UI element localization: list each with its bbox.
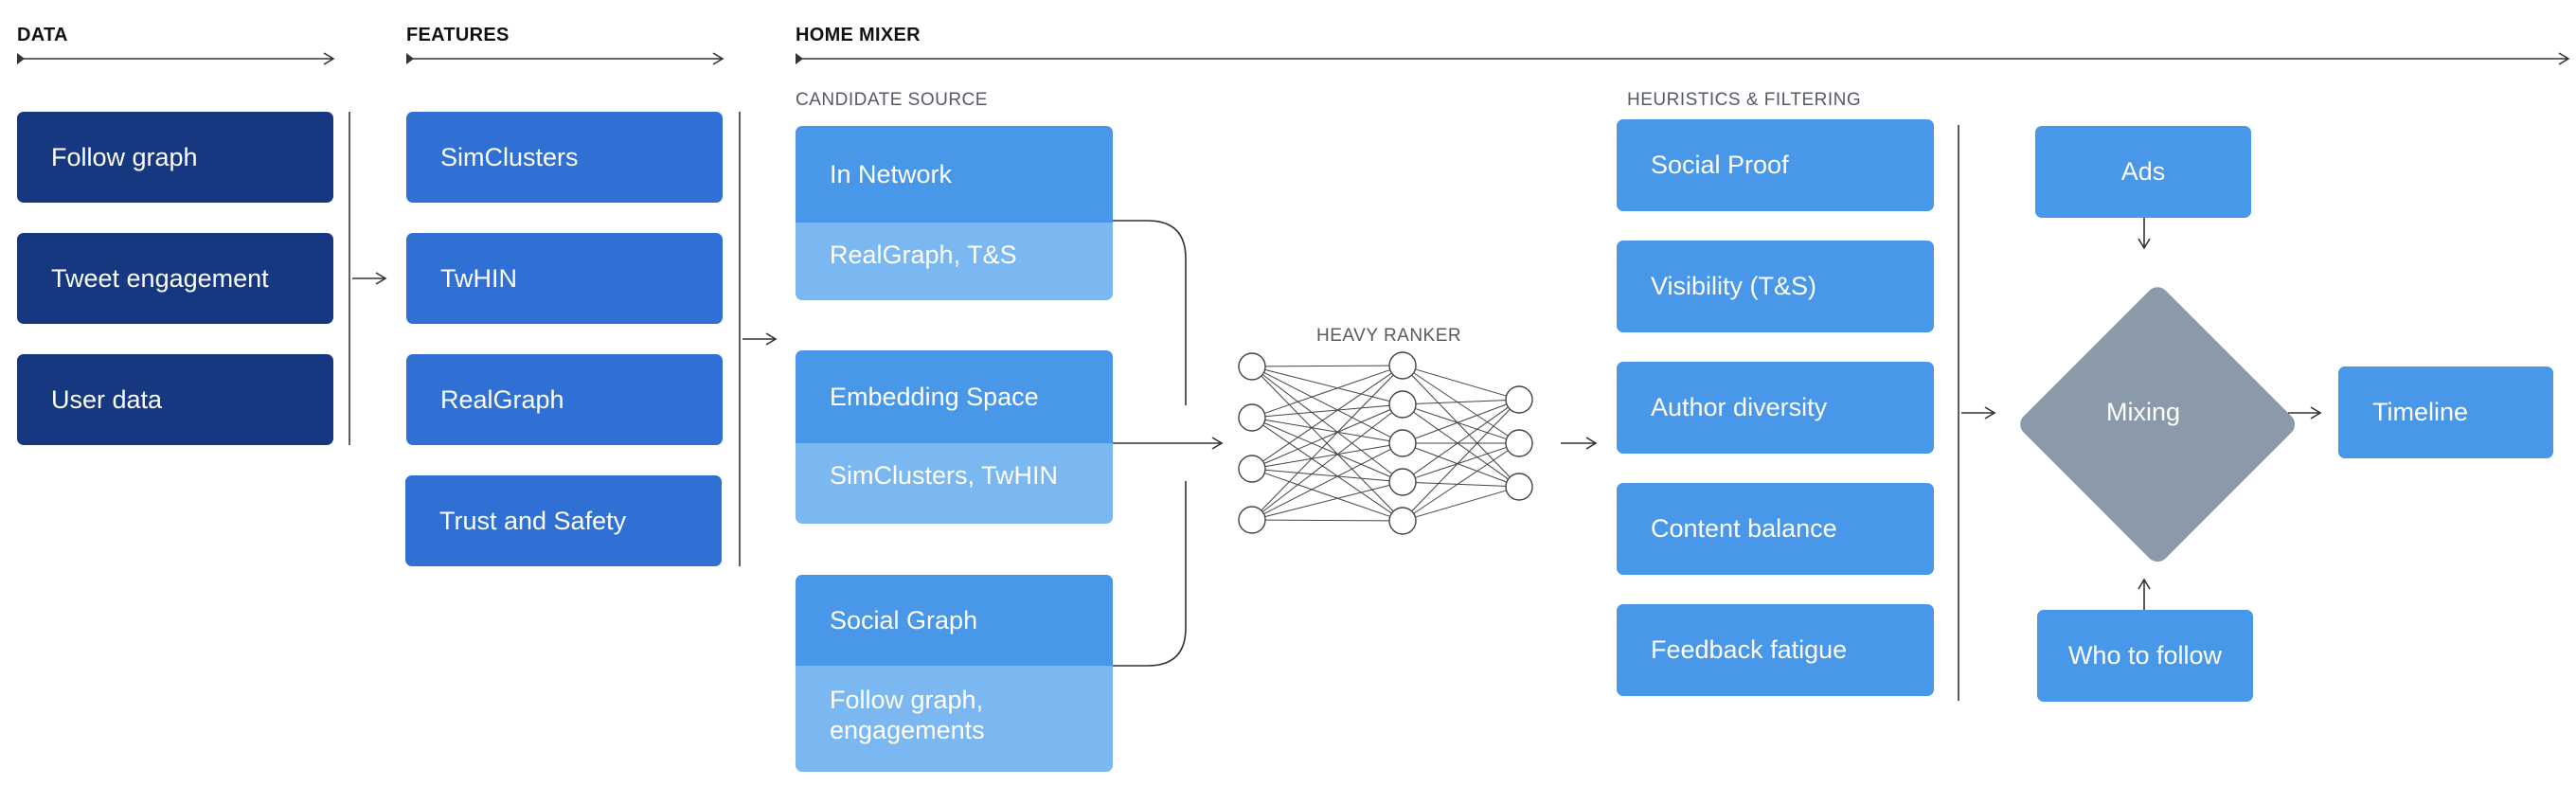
nn-edge <box>1263 448 1391 515</box>
nn-node <box>1238 455 1266 483</box>
data-box-follow-graph[interactable]: Follow graph <box>17 112 333 203</box>
nn-edge <box>1263 409 1391 464</box>
nn-node <box>1388 468 1417 496</box>
nn-edge <box>1411 408 1511 512</box>
section-title-features: FEATURES <box>406 25 510 45</box>
nn-edge <box>1263 422 1391 477</box>
nn-edge <box>1414 447 1508 483</box>
nn-edge <box>1264 484 1390 518</box>
filter-content-balance[interactable]: Content balance <box>1617 483 1934 575</box>
who-to-follow-box[interactable]: Who to follow <box>2037 610 2253 702</box>
nn-edge <box>1415 368 1507 397</box>
nn-node <box>1505 385 1533 414</box>
mixing-diamond[interactable] <box>2015 282 2299 566</box>
heavy-ranker-title: HEAVY RANKER <box>1316 326 1462 346</box>
candidate-embedding-space-title: Embedding Space <box>796 350 1113 443</box>
nn-edge <box>1264 368 1390 402</box>
candidate-source-title: CANDIDATE SOURCE <box>796 90 988 110</box>
nn-edge <box>1264 369 1390 414</box>
nn-edge <box>1415 490 1507 518</box>
heavy-ranker-network <box>1238 351 1533 535</box>
feature-box-trust-and-safety[interactable]: Trust and Safety <box>405 475 722 566</box>
section-title-home-mixer: HOME MIXER <box>796 25 921 45</box>
feature-box-realgraph[interactable]: RealGraph <box>406 354 723 445</box>
ads-box[interactable]: Ads <box>2035 126 2251 218</box>
nn-edge <box>1262 424 1392 514</box>
filter-feedback-fatigue[interactable]: Feedback fatigue <box>1617 604 1934 696</box>
nn-edge <box>1411 374 1511 478</box>
section-title-data: DATA <box>17 25 68 45</box>
nn-edge <box>1415 400 1507 404</box>
candidate-embedding-space[interactable]: Embedding Space SimClusters, TwHIN <box>796 350 1113 524</box>
mixing-label: Mixing <box>2106 398 2181 426</box>
heuristics-title: HEURISTICS & FILTERING <box>1627 90 1862 110</box>
nn-node <box>1238 352 1266 381</box>
feature-box-twhin[interactable]: TwHIN <box>406 233 723 324</box>
nn-node <box>1238 506 1266 534</box>
nn-edge <box>1264 444 1390 468</box>
home-mixer-timeline-start <box>796 53 803 64</box>
nn-edge <box>1261 412 1393 512</box>
nn-node <box>1238 403 1266 432</box>
feature-box-simclusters[interactable]: SimClusters <box>406 112 723 203</box>
candidate-in-network-detail: RealGraph, T&S <box>796 223 1113 300</box>
features-timeline-start <box>406 53 414 64</box>
nn-edge <box>1264 404 1390 418</box>
candidate-social-graph-detail: Follow graph, engagements <box>796 666 1113 772</box>
nn-edge <box>1415 407 1507 440</box>
nn-node <box>1388 429 1417 457</box>
nn-edge <box>1413 411 1509 480</box>
candidate-in-network-title: In Network <box>796 126 1113 223</box>
nn-edge <box>1415 446 1507 479</box>
nn-node <box>1388 390 1417 419</box>
nn-node <box>1505 429 1533 457</box>
nn-edge <box>1261 374 1393 474</box>
nn-edge <box>1413 406 1509 475</box>
data-timeline-start <box>17 53 25 64</box>
data-box-tweet-engagement[interactable]: Tweet engagement <box>17 233 333 324</box>
nn-edge <box>1261 374 1394 511</box>
data-box-user-data[interactable]: User data <box>17 354 333 445</box>
nn-edge <box>1264 519 1390 522</box>
candidate-in-network[interactable]: In Network RealGraph, T&S <box>796 126 1113 300</box>
candidate-social-graph-title: Social Graph <box>796 575 1113 666</box>
nn-node <box>1505 473 1533 501</box>
nn-edge <box>1415 482 1507 487</box>
social-graph-connector <box>1113 481 1187 667</box>
nn-edge <box>1261 375 1394 512</box>
in-network-connector <box>1113 220 1187 405</box>
nn-edge <box>1263 371 1391 438</box>
nn-node <box>1388 351 1417 380</box>
filter-author-diversity[interactable]: Author diversity <box>1617 362 1934 454</box>
filter-social-proof[interactable]: Social Proof <box>1617 119 1934 211</box>
timeline-box[interactable]: Timeline <box>2338 366 2553 458</box>
nn-edge <box>1264 473 1390 517</box>
candidate-social-graph[interactable]: Social Graph Follow graph, engagements <box>796 575 1113 772</box>
nn-edge <box>1414 403 1508 439</box>
nn-edge <box>1264 419 1390 442</box>
nn-edge <box>1413 372 1509 437</box>
nn-edge <box>1264 469 1390 482</box>
nn-node <box>1388 507 1417 535</box>
candidate-embedding-space-detail: SimClusters, TwHIN <box>796 443 1113 524</box>
nn-edge <box>1262 372 1392 462</box>
nn-edge <box>1413 450 1509 514</box>
filter-visibility[interactable]: Visibility (T&S) <box>1617 241 1934 332</box>
